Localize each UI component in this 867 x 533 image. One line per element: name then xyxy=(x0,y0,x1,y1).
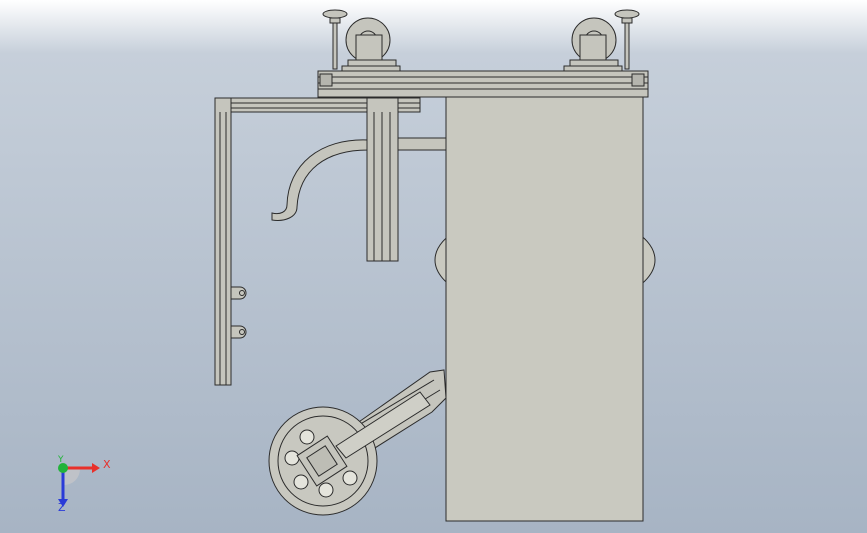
z-axis-arrow-head xyxy=(58,499,68,507)
caster-right[interactable] xyxy=(563,17,623,72)
cabinet-body[interactable] xyxy=(434,96,656,522)
x-axis-arrow-head xyxy=(92,463,100,473)
top-casters[interactable] xyxy=(322,9,640,72)
leveling-foot-right[interactable] xyxy=(614,9,640,70)
y-axis-label: Y xyxy=(58,455,64,465)
x-axis-label: X xyxy=(103,458,111,471)
y-axis-dot xyxy=(58,463,68,473)
caster-left[interactable] xyxy=(341,17,401,72)
frame-center-post[interactable] xyxy=(366,97,399,262)
curved-hook[interactable] xyxy=(271,137,447,221)
frame-left-post[interactable] xyxy=(214,97,232,386)
top-crossbar[interactable] xyxy=(317,70,649,98)
leveling-foot-left[interactable] xyxy=(322,9,348,70)
bottom-wheel-assembly[interactable] xyxy=(268,369,447,516)
z-axis-label: Z xyxy=(58,501,66,514)
post-brackets[interactable] xyxy=(230,286,247,339)
triad-graphic xyxy=(58,463,100,507)
